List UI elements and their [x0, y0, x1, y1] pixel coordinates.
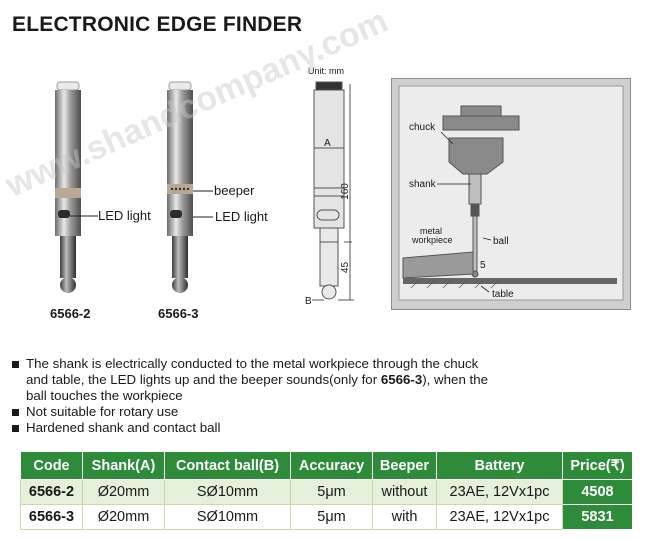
cell-shank: Ø20mm	[82, 504, 165, 530]
feature-item: The shank is electrically conducted to t…	[12, 356, 572, 404]
model-code-6566-2: 6566-2	[50, 306, 91, 321]
page-title: ELECTRONIC EDGE FINDER	[12, 13, 303, 36]
beeper-leader-line	[193, 190, 213, 192]
workpiece-label: workpiece	[412, 235, 453, 245]
feature-list: The shank is electrically conducted to t…	[12, 356, 572, 436]
table-header-row: Code Shank(A) Contact ball(B) Accuracy B…	[20, 451, 633, 480]
chuck-label: chuck	[409, 122, 436, 133]
cell-battery: 23AE, 12Vx1pc	[436, 479, 563, 505]
led-leader-line	[70, 215, 98, 217]
metal-label: metal	[420, 226, 443, 236]
header-shank: Shank(A)	[82, 451, 165, 480]
dim-5-label: 5	[480, 260, 486, 271]
feature-item: Hardened shank and contact ball	[12, 420, 572, 436]
feature-text: The shank is electrically conducted to t…	[26, 356, 479, 371]
header-code: Code	[20, 451, 83, 480]
feature-text-bold: 6566-3	[380, 372, 423, 387]
shank-label: shank	[409, 179, 436, 190]
led-light-label-6566-3: LED light	[215, 209, 268, 224]
feature-text: and table, the LED lights up and the bee…	[26, 372, 381, 387]
dim-a-label: A	[324, 138, 331, 149]
spec-table: Code Shank(A) Contact ball(B) Accuracy B…	[20, 451, 633, 530]
dim-160-label: 160	[339, 183, 351, 200]
model-code-6566-3: 6566-3	[158, 306, 199, 321]
cell-beeper: with	[372, 504, 437, 530]
product-image-6566-2	[55, 81, 81, 293]
header-contact-ball: Contact ball(B)	[164, 451, 291, 480]
feature-text: ), when the	[422, 372, 489, 387]
header-beeper: Beeper	[372, 451, 437, 480]
dim-45-label: 45	[340, 261, 352, 274]
unit-label: Unit: mm	[308, 66, 344, 76]
cell-code: 6566-3	[20, 504, 83, 530]
cell-code: 6566-2	[20, 479, 83, 505]
header-accuracy: Accuracy	[290, 451, 373, 480]
cell-contact-ball: SØ10mm	[164, 504, 291, 530]
cell-accuracy: 5μm	[290, 504, 373, 530]
table-row: 6566-3 Ø20mm SØ10mm 5μm with 23AE, 12Vx1…	[20, 504, 633, 530]
feature-text: ball touches the workpiece	[26, 388, 183, 403]
cell-shank: Ø20mm	[82, 479, 165, 505]
cell-accuracy: 5μm	[290, 479, 373, 505]
cell-price: 5831	[562, 504, 633, 530]
feature-item: Not suitable for rotary use	[12, 404, 572, 420]
cell-price: 4508	[562, 479, 633, 505]
dim-b-label: B	[305, 296, 312, 307]
product-image-6566-3	[167, 81, 193, 293]
dimension-drawing	[312, 81, 354, 301]
led-leader-line-2	[193, 216, 213, 218]
setup-diagram	[391, 78, 631, 310]
ball-label: ball	[493, 236, 509, 247]
header-battery: Battery	[436, 451, 563, 480]
led-light-label-6566-2: LED light	[98, 208, 151, 223]
header-price: Price(₹)	[562, 451, 633, 480]
beeper-label: beeper	[214, 183, 255, 198]
cell-contact-ball: SØ10mm	[164, 479, 291, 505]
cell-battery: 23AE, 12Vx1pc	[436, 504, 563, 530]
table-label: table	[492, 289, 514, 300]
table-row: 6566-2 Ø20mm SØ10mm 5μm without 23AE, 12…	[20, 479, 633, 505]
cell-beeper: without	[372, 479, 437, 505]
